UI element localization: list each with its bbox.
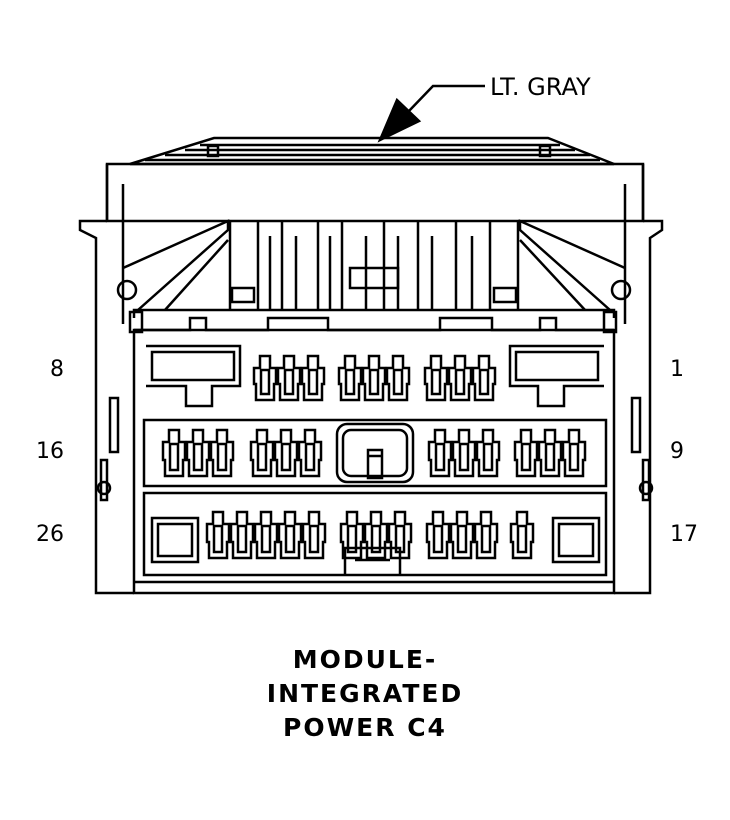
upper-terminal-block	[228, 221, 520, 310]
connector-title-line1: MODULE-	[292, 645, 438, 674]
terminal-slot	[368, 368, 380, 396]
terminal-slot	[256, 442, 268, 472]
terminal-slot	[458, 442, 470, 472]
terminal-cavity	[300, 354, 326, 402]
connector-body	[132, 328, 616, 595]
terminal-cavity	[277, 510, 303, 560]
terminal-cavity	[561, 428, 587, 478]
terminal-cavity	[339, 510, 365, 560]
terminal-slot	[568, 442, 580, 472]
terminal-slot	[307, 368, 319, 396]
terminal-cavity	[205, 510, 231, 560]
terminal-slot	[212, 524, 224, 554]
connector-title-line2: INTEGRATED	[266, 679, 464, 708]
pin-label-17: 17	[670, 522, 698, 547]
terminal-slot	[259, 368, 271, 396]
terminal-cavity	[387, 510, 413, 560]
housing-struts	[122, 219, 626, 311]
pin-label-1: 1	[670, 357, 684, 382]
terminal-slot	[344, 368, 356, 396]
terminal-cavity	[361, 354, 387, 402]
connector-title-line3: POWER C4	[283, 713, 447, 742]
pin-label-16: 16	[36, 439, 64, 464]
terminal-slot	[480, 524, 492, 554]
color-callout-leader	[377, 84, 485, 143]
terminal-cavity	[161, 428, 187, 478]
terminal-cavity	[337, 354, 363, 402]
pin-label-26: 26	[36, 522, 64, 547]
terminal-slot	[168, 442, 180, 472]
row3-end-cavities	[150, 516, 601, 564]
terminal-cavity	[363, 510, 389, 560]
terminal-cavity	[385, 354, 411, 402]
terminal-slot	[454, 368, 466, 396]
terminal-slot	[283, 368, 295, 396]
terminal-cavity	[471, 354, 497, 402]
terminal-cavity	[301, 510, 327, 560]
terminal-slot	[434, 442, 446, 472]
terminal-slot	[280, 442, 292, 472]
terminal-cavity	[253, 510, 279, 560]
terminal-slot	[516, 524, 528, 554]
terminal-cavity	[273, 428, 299, 478]
wire-color-label: LT. GRAY	[490, 73, 591, 101]
terminal-cavity	[509, 510, 535, 560]
center-polarization-block	[335, 422, 415, 484]
terminal-slot	[260, 524, 272, 554]
terminal-slot	[346, 524, 358, 554]
terminal-cavity	[209, 428, 235, 478]
terminal-slot	[236, 524, 248, 554]
terminal-slot	[216, 442, 228, 472]
terminal-slot	[370, 524, 382, 554]
terminal-cavity	[449, 510, 475, 560]
terminal-cavity	[249, 428, 275, 478]
terminal-cavity	[252, 354, 278, 402]
pin-label-8: 8	[50, 357, 64, 382]
terminal-cavity	[475, 428, 501, 478]
terminal-cavities	[161, 354, 587, 560]
terminal-cavity	[423, 354, 449, 402]
terminal-slot	[430, 368, 442, 396]
terminal-cavity	[427, 428, 453, 478]
terminal-slot	[308, 524, 320, 554]
terminal-slot	[432, 524, 444, 554]
terminal-cavity	[276, 354, 302, 402]
terminal-slot	[192, 442, 204, 472]
terminal-cavity	[229, 510, 255, 560]
terminal-slot	[520, 442, 532, 472]
terminal-cavity	[537, 428, 563, 478]
terminal-slot	[304, 442, 316, 472]
terminal-slot	[544, 442, 556, 472]
terminal-slot	[394, 524, 406, 554]
terminal-slot	[284, 524, 296, 554]
row1-corner-housing	[146, 344, 604, 408]
terminal-cavity	[451, 428, 477, 478]
terminal-cavity	[447, 354, 473, 402]
terminal-slot	[392, 368, 404, 396]
row-separators	[142, 418, 608, 577]
terminal-slot	[478, 368, 490, 396]
terminal-slot	[482, 442, 494, 472]
connector-top-latch	[129, 136, 615, 166]
terminal-slot	[456, 524, 468, 554]
terminal-cavity	[425, 510, 451, 560]
body-ledge	[128, 308, 618, 334]
terminal-cavity	[297, 428, 323, 478]
connector-housing	[78, 162, 664, 595]
terminal-cavity	[185, 428, 211, 478]
pin-label-9: 9	[670, 439, 684, 464]
terminal-cavity	[513, 428, 539, 478]
terminal-cavity	[473, 510, 499, 560]
